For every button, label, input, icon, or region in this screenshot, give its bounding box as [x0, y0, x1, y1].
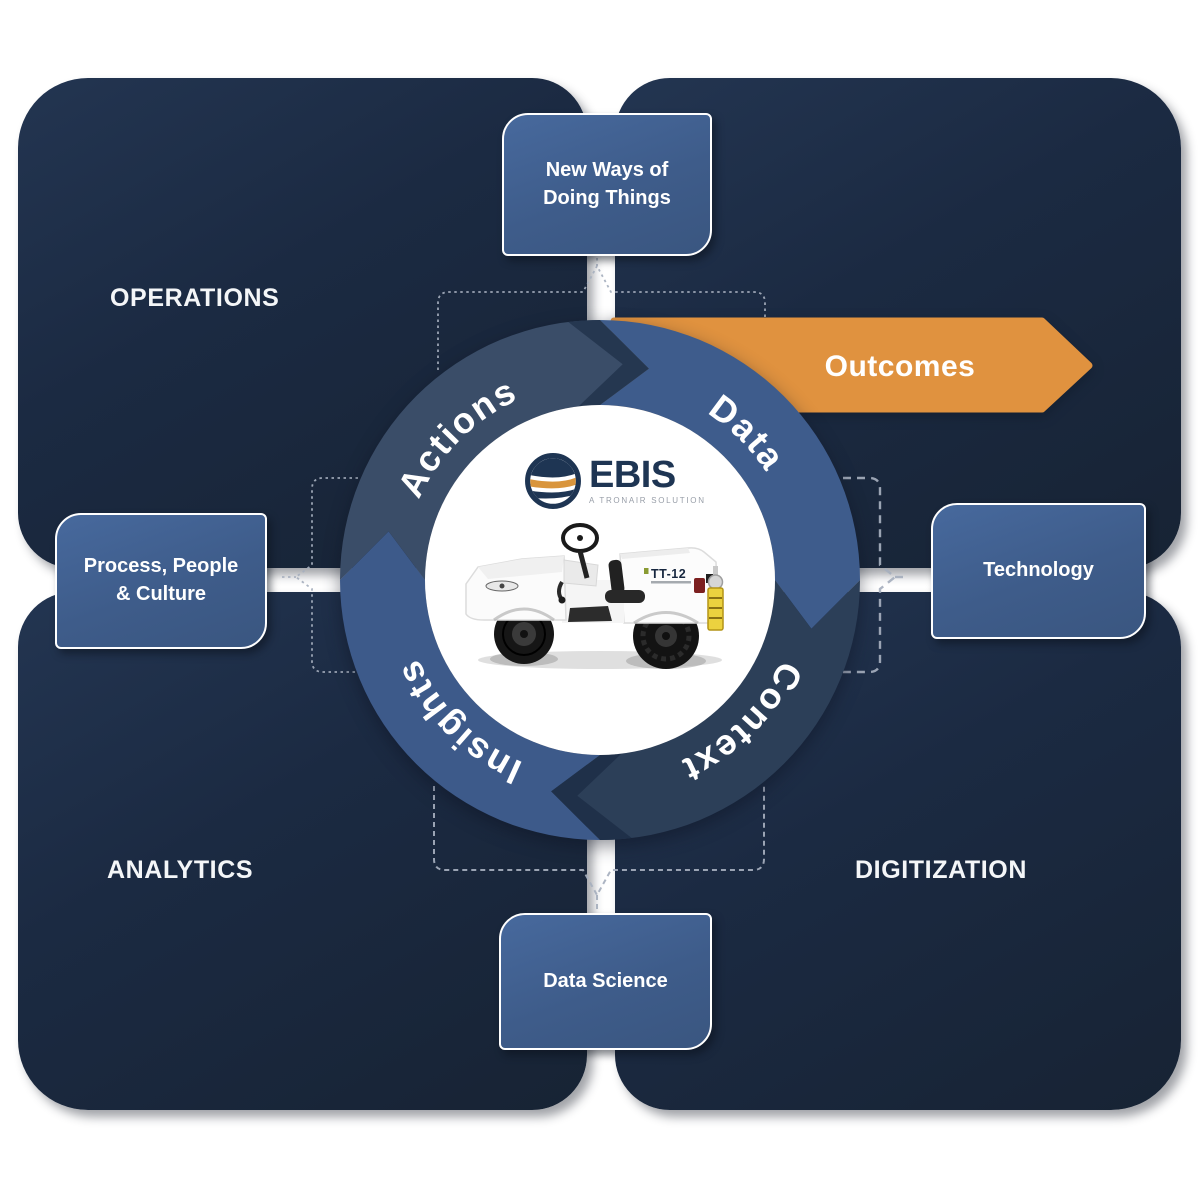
tug-vehicle-illustration: TT-12 — [465, 523, 724, 669]
ring-segment-data — [600, 320, 860, 629]
ring-arrowhead-actions — [568, 320, 649, 407]
connector-box-label: Doing Things — [543, 186, 671, 209]
dashed-connector-bottom — [433, 786, 765, 911]
quadrant-label-analytics: ANALYTICS — [107, 856, 254, 884]
dashed-connector-right — [843, 476, 909, 674]
ring-arrowhead-context — [551, 753, 632, 840]
connector-box-label: & Culture — [116, 583, 206, 605]
connector-box-label: Data Science — [543, 969, 668, 992]
vehicle-body: TT-12 — [465, 523, 724, 631]
seat-icon — [605, 559, 645, 603]
ring-segment-actions — [340, 320, 649, 580]
quadrant-panel-operations: OPERATIONS — [18, 78, 587, 568]
tow-hitch-icon — [707, 566, 724, 631]
dashed-connector-left — [282, 477, 358, 673]
connector-box-data-science: Data Science — [499, 913, 712, 1050]
connector-box-label: Process, People — [83, 555, 239, 578]
connector-box-label: New Ways of — [545, 158, 669, 181]
ring-segment-context — [551, 580, 860, 840]
ebis-logo-icon — [525, 453, 581, 509]
quadrant-label-digitization: DIGITIZATION — [855, 856, 1027, 884]
connector-box-label: Technology — [983, 559, 1094, 582]
connector-box-technology: Technology — [931, 503, 1146, 639]
brand-name: EBIS — [589, 453, 676, 496]
brand-subtitle: A TRONAIR SOLUTION — [589, 496, 706, 506]
outcomes-arrow-label: Outcomes — [825, 350, 976, 383]
connector-box-new-ways: New Ways of Doing Things — [502, 113, 712, 256]
connector-box-process-people-culture: Process, People & Culture — [55, 513, 267, 649]
ebis-brand: EBIS A TRONAIR SOLUTION — [524, 452, 706, 510]
vehicle-model-label: TT-12 — [651, 567, 686, 581]
quadrant-label-operations: OPERATIONS — [110, 284, 280, 312]
ring-segment-insights — [340, 531, 600, 840]
steering-wheel-icon — [561, 523, 599, 579]
